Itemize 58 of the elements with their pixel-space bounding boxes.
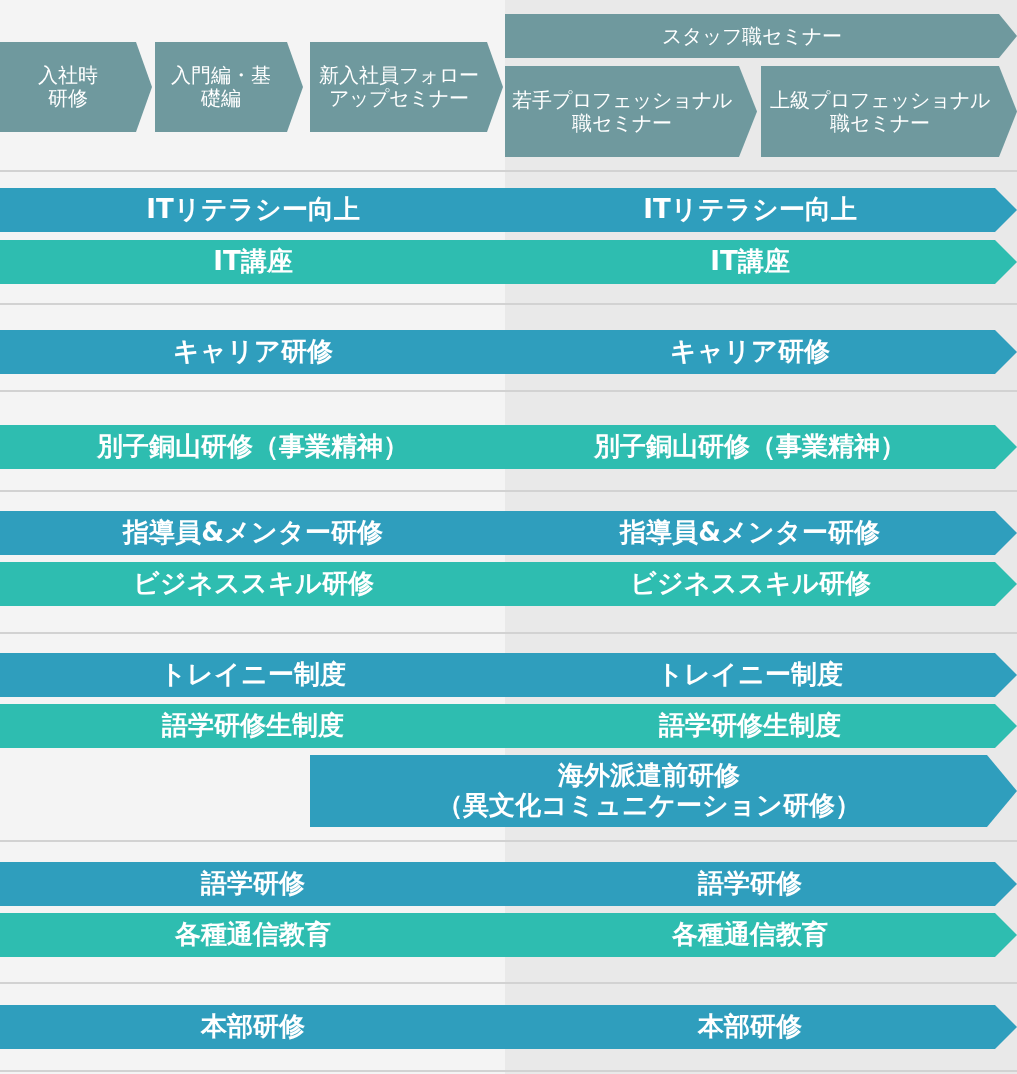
program-label: 海外派遣前研修（異文化コミュニケーション研修） (435, 761, 862, 821)
program-bar (505, 511, 1017, 555)
program-bar (505, 240, 1017, 284)
program-label: 本部研修 (698, 1012, 802, 1042)
program-label: トレイニー制度 (657, 660, 843, 690)
program-label: ITリテラシー向上 (146, 195, 360, 225)
program-label: 語学研修生制度 (659, 711, 841, 741)
stage-banner (155, 42, 303, 132)
stage-banner (310, 42, 503, 132)
program-bar (505, 1005, 1017, 1049)
program-label: 各種通信教育 (672, 920, 828, 950)
program-label: トレイニー制度 (160, 660, 346, 690)
program-bar (505, 562, 1017, 606)
program-label: キャリア研修 (670, 337, 830, 367)
program-label: IT講座 (213, 247, 293, 277)
program-label: ビジネススキル研修 (629, 569, 871, 599)
program-bar (0, 862, 506, 906)
program-label: 別子銅山研修（事業精神） (594, 432, 906, 462)
program-bar (0, 511, 506, 555)
program-label: 本部研修 (201, 1012, 305, 1042)
program-bar (505, 913, 1017, 957)
stage-label: 新入社員フォローアップセミナー (317, 64, 480, 110)
program-bar (505, 330, 1017, 374)
program-bar (505, 188, 1017, 232)
program-label: 語学研修 (201, 869, 305, 899)
program-label: 各種通信教育 (175, 920, 331, 950)
stage-banner (505, 14, 1017, 58)
program-bar (0, 704, 506, 748)
program-bar (505, 653, 1017, 697)
program-label: 指導員&メンター研修 (123, 518, 383, 548)
program-label: 語学研修生制度 (162, 711, 344, 741)
stage-banner (761, 66, 1017, 157)
program-bar (0, 653, 506, 697)
program-bar (0, 240, 506, 284)
stage-label: 入社時研修 (37, 64, 99, 110)
stage-banner (505, 66, 757, 157)
stage-label: 入門編・基礎編 (170, 64, 272, 110)
program-label: ビジネススキル研修 (132, 569, 374, 599)
program-bar (310, 755, 1017, 827)
program-bar (505, 704, 1017, 748)
program-bar (0, 562, 506, 606)
stage-banner (0, 42, 152, 132)
program-bar (0, 913, 506, 957)
program-bar (0, 330, 506, 374)
stage-label: スタッフ職セミナー (662, 24, 842, 48)
program-bar (0, 425, 506, 469)
program-bar (0, 188, 506, 232)
program-label: IT講座 (710, 247, 790, 277)
program-bar (0, 1005, 506, 1049)
program-label: 語学研修 (698, 869, 802, 899)
stage-label: 上級プロフェッショナル職セミナー (769, 88, 991, 135)
program-bar (505, 862, 1017, 906)
program-label: ITリテラシー向上 (643, 195, 857, 225)
stage-label: 若手プロフェッショナル職セミナー (511, 88, 733, 135)
program-label: キャリア研修 (173, 337, 333, 367)
program-label: 別子銅山研修（事業精神） (97, 432, 409, 462)
program-label: 指導員&メンター研修 (620, 518, 880, 548)
program-bar (505, 425, 1017, 469)
